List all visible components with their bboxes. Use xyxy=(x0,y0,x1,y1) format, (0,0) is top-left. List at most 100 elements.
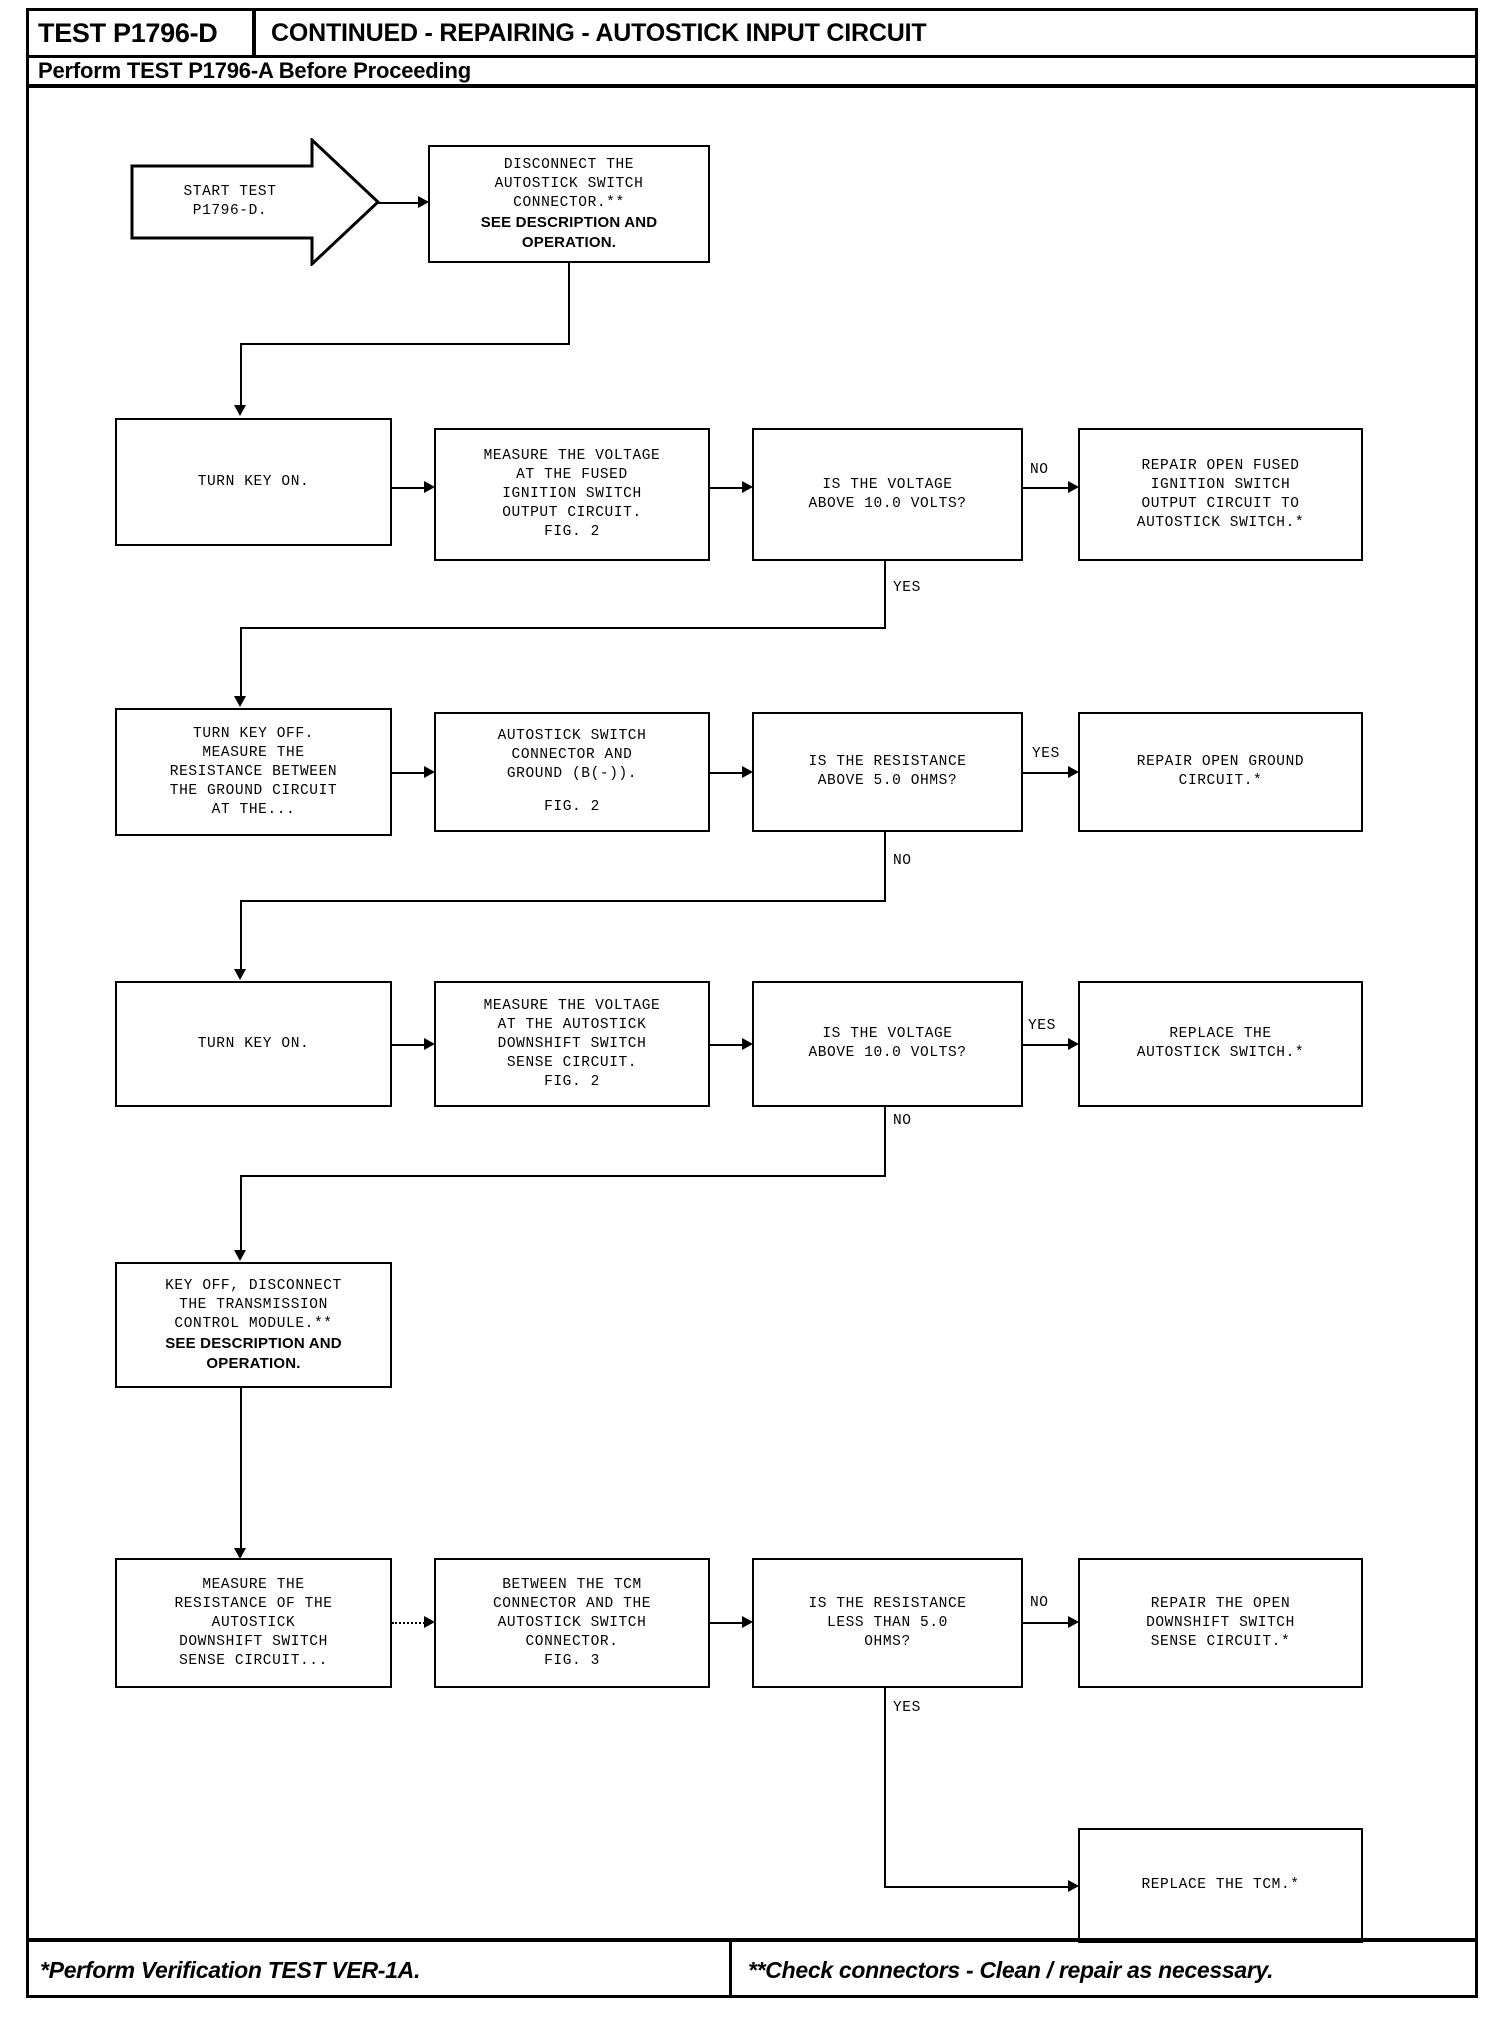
edge-decision1-no-arrowhead xyxy=(1068,481,1079,493)
test-id-label: TEST P1796-D xyxy=(38,17,218,48)
node-disconnect-autostick-text: DISCONNECT THE AUTOSTICK SWITCH CONNECTO… xyxy=(494,156,644,211)
node-measure-resistance-downshift-text: MEASURE THE RESISTANCE OF THE AUTOSTICK … xyxy=(174,1576,333,1669)
edge-to-turnkeyon2 xyxy=(240,900,242,975)
page-footer: *Perform Verification TEST VER-1A. **Che… xyxy=(26,1938,1478,1998)
start-node-line1: START TEST xyxy=(183,184,277,200)
node-key-off-disconnect-tcm: KEY OFF, DISCONNECT THE TRANSMISSION CON… xyxy=(115,1262,392,1388)
node-replace-tcm: REPLACE THE TCM.* xyxy=(1078,1828,1363,1943)
edge-label-no-3: NO xyxy=(893,1113,912,1129)
edge-turnkeyon2-to-measure2-arrowhead xyxy=(424,1038,435,1050)
edge-label-yes-2: YES xyxy=(1032,746,1060,762)
edge-decision3-no-left xyxy=(240,1175,886,1177)
edge-decision4-no-arrowhead xyxy=(1068,1616,1079,1628)
edge-decision1-yes-down xyxy=(884,561,886,629)
node-repair-open-ground: REPAIR OPEN GROUND CIRCUIT.* xyxy=(1078,712,1363,832)
edge-label-yes-4: YES xyxy=(893,1700,921,1716)
node-is-voltage-above-10-1: IS THE VOLTAGE ABOVE 10.0 VOLTS? xyxy=(752,428,1023,561)
node-replace-tcm-text: REPLACE THE TCM.* xyxy=(1141,1877,1300,1893)
edge-decision1-no xyxy=(1023,487,1073,489)
node-replace-autostick-switch: REPLACE THE AUTOSTICK SWITCH.* xyxy=(1078,981,1363,1107)
node-is-resistance-less-5-text: IS THE RESISTANCE LESS THAN 5.0 OHMS? xyxy=(808,1595,967,1650)
edge-decision4-yes-arrowhead xyxy=(1068,1880,1079,1892)
edge-decision3-no-down xyxy=(884,1107,886,1177)
node-is-resistance-above-5: IS THE RESISTANCE ABOVE 5.0 OHMS? xyxy=(752,712,1023,832)
node-autostick-connector-ground-text: AUTOSTICK SWITCH CONNECTOR AND GROUND (B… xyxy=(497,728,647,782)
node-replace-autostick-switch-text: REPLACE THE AUTOSTICK SWITCH.* xyxy=(1136,1026,1305,1061)
edge-turnkey1-to-measure1-arrowhead xyxy=(424,481,435,493)
start-node-line2: P1796-D. xyxy=(192,203,268,219)
node-measure-voltage-downshift: MEASURE THE VOLTAGE AT THE AUTOSTICK DOW… xyxy=(434,981,710,1107)
edge-turnkeyoff-to-connector xyxy=(392,772,428,774)
edge-start-to-disconnect-arrowhead xyxy=(418,196,429,208)
node-disconnect-autostick-bold: SEE DESCRIPTION AND OPERATION. xyxy=(480,213,658,251)
edge-between-to-decision4-arrowhead xyxy=(742,1616,753,1628)
edge-keyofftcm-down xyxy=(240,1388,242,1556)
edge-connector-to-decision2 xyxy=(710,772,746,774)
edge-to-turnkeyoff-arrowhead xyxy=(234,696,246,707)
test-id-box: TEST P1796-D xyxy=(26,8,256,58)
header-title-label: CONTINUED - REPAIRING - AUTOSTICK INPUT … xyxy=(271,18,927,47)
node-turn-key-on-1-text: TURN KEY ON. xyxy=(197,473,310,490)
edge-label-no-2: NO xyxy=(893,853,912,869)
edge-disconnect-down xyxy=(568,263,570,345)
edge-decision2-no-down xyxy=(884,832,886,902)
edge-decision4-yes-right xyxy=(884,1886,1073,1888)
start-node: START TEST P1796-D. xyxy=(130,138,380,266)
edge-measure1-to-decision1-arrowhead xyxy=(742,481,753,493)
edge-decision3-yes xyxy=(1023,1044,1073,1046)
node-measure-resistance-downshift: MEASURE THE RESISTANCE OF THE AUTOSTICK … xyxy=(115,1558,392,1688)
footer-left-note: *Perform Verification TEST VER-1A. xyxy=(40,1956,421,1983)
node-measure-voltage-fused-text: MEASURE THE VOLTAGE AT THE FUSED IGNITIO… xyxy=(483,448,661,540)
edge-turnkeyoff-to-connector-arrowhead xyxy=(424,766,435,778)
edge-keyofftcm-down-arrowhead xyxy=(234,1548,246,1559)
node-turn-key-off-measure-text: TURN KEY OFF. MEASURE THE RESISTANCE BET… xyxy=(169,725,338,818)
edge-turnkeyon2-to-measure2 xyxy=(392,1044,428,1046)
node-turn-key-on-1: TURN KEY ON. xyxy=(115,418,392,546)
node-repair-open-fused-text: REPAIR OPEN FUSED IGNITION SWITCH OUTPUT… xyxy=(1136,457,1305,531)
node-between-tcm-connector-text: BETWEEN THE TCM CONNECTOR AND THE AUTOST… xyxy=(492,1576,652,1669)
node-autostick-connector-ground: AUTOSTICK SWITCH CONNECTOR AND GROUND (B… xyxy=(434,712,710,832)
edge-measure3-to-between xyxy=(392,1622,428,1624)
start-arrow-shape xyxy=(130,138,380,266)
header-title: CONTINUED - REPAIRING - AUTOSTICK INPUT … xyxy=(271,8,927,58)
edge-decision4-no xyxy=(1023,1622,1073,1624)
node-between-tcm-connector: BETWEEN THE TCM CONNECTOR AND THE AUTOST… xyxy=(434,1558,710,1688)
node-disconnect-autostick: DISCONNECT THE AUTOSTICK SWITCH CONNECTO… xyxy=(428,145,710,263)
node-autostick-connector-ground-fig: FIG. 2 xyxy=(544,799,600,815)
page-border xyxy=(26,8,1478,1998)
subheader-label: Perform TEST P1796-A Before Proceeding xyxy=(38,58,471,83)
edge-to-keyoff-tcm xyxy=(240,1175,242,1256)
edge-decision1-yes-left xyxy=(240,627,886,629)
edge-to-turnkeyoff xyxy=(240,627,242,702)
node-is-voltage-above-10-2: IS THE VOLTAGE ABOVE 10.0 VOLTS? xyxy=(752,981,1023,1107)
edge-decision4-yes-down xyxy=(884,1688,886,1888)
edge-decision3-yes-arrowhead xyxy=(1068,1038,1079,1050)
node-is-resistance-above-5-text: IS THE RESISTANCE ABOVE 5.0 OHMS? xyxy=(808,754,967,789)
node-is-resistance-less-5: IS THE RESISTANCE LESS THAN 5.0 OHMS? xyxy=(752,1558,1023,1688)
node-repair-open-downshift-text: REPAIR THE OPEN DOWNSHIFT SWITCH SENSE C… xyxy=(1146,1595,1295,1650)
edge-measure3-to-between-arrowhead xyxy=(424,1616,435,1628)
node-turn-key-off-measure: TURN KEY OFF. MEASURE THE RESISTANCE BET… xyxy=(115,708,392,836)
node-key-off-disconnect-tcm-bold: SEE DESCRIPTION AND OPERATION. xyxy=(165,1334,342,1372)
node-repair-open-downshift: REPAIR THE OPEN DOWNSHIFT SWITCH SENSE C… xyxy=(1078,1558,1363,1688)
node-is-voltage-above-10-2-text: IS THE VOLTAGE ABOVE 10.0 VOLTS? xyxy=(808,1026,967,1061)
node-repair-open-fused: REPAIR OPEN FUSED IGNITION SWITCH OUTPUT… xyxy=(1078,428,1363,561)
footer-right-note: **Check connectors - Clean / repair as n… xyxy=(748,1956,1274,1983)
node-repair-open-ground-text: REPAIR OPEN GROUND CIRCUIT.* xyxy=(1136,754,1305,789)
edge-decision2-no-left xyxy=(240,900,886,902)
edge-start-to-disconnect xyxy=(376,202,420,204)
edge-measure2-to-decision3 xyxy=(710,1044,746,1046)
node-measure-voltage-downshift-text: MEASURE THE VOLTAGE AT THE AUTOSTICK DOW… xyxy=(483,997,661,1090)
page-subheader: Perform TEST P1796-A Before Proceeding xyxy=(26,58,1478,88)
edge-label-no-1: NO xyxy=(1030,462,1049,478)
edge-to-keyoff-tcm-arrowhead xyxy=(234,1250,246,1261)
edge-label-yes-3: YES xyxy=(1028,1018,1056,1034)
node-turn-key-on-2: TURN KEY ON. xyxy=(115,981,392,1107)
edge-label-no-4: NO xyxy=(1030,1595,1049,1611)
edge-label-yes-1: YES xyxy=(893,580,921,596)
edge-between-to-decision4 xyxy=(710,1622,746,1624)
edge-connector-to-decision2-arrowhead xyxy=(742,766,753,778)
edge-turnkey1-to-measure1 xyxy=(392,487,428,489)
page-header: TEST P1796-D CONTINUED - REPAIRING - AUT… xyxy=(26,8,1478,58)
